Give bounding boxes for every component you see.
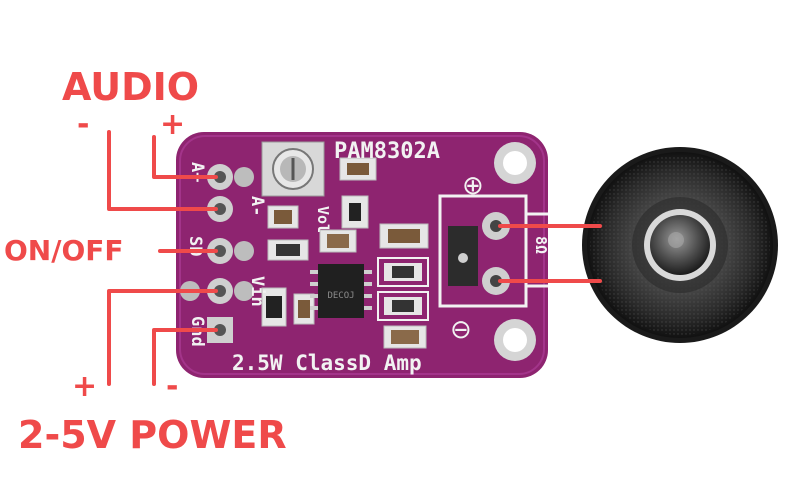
- smd-component: [341, 195, 369, 229]
- smd-component: [319, 229, 357, 253]
- chip-marking: DECOJ: [327, 291, 354, 301]
- pin-label-sd: SD: [185, 236, 205, 256]
- header-pad-gnd: [207, 317, 233, 343]
- speaker-pad-minus: [482, 267, 510, 295]
- board-footer: 2.5W ClassD Amp: [232, 351, 422, 375]
- on-off-label: ON/OFF: [4, 234, 124, 267]
- audio-plus-sign: +: [160, 107, 186, 142]
- minus-symbol: ⊖: [450, 315, 472, 345]
- smd-component: [377, 291, 429, 321]
- pam8302a-board: DECOJ PAM8302A 2.5W ClassD Amp A+ A- SD …: [176, 132, 550, 378]
- wire-power-minus: [152, 328, 218, 386]
- smd-component: [267, 205, 299, 229]
- audio-label: AUDIO: [62, 65, 200, 109]
- mounting-hole: [494, 319, 536, 361]
- header-pad-a-plus: [207, 164, 233, 190]
- header-pad-sd: [207, 238, 233, 264]
- wire-power-plus: [107, 289, 218, 386]
- power-minus-sign: -: [166, 369, 179, 404]
- speaker-pad-plus: [482, 212, 510, 240]
- smd-component: [377, 257, 429, 287]
- speaker-icon: [582, 147, 778, 343]
- potentiometer-icon: [261, 141, 325, 197]
- smd-component: [383, 325, 427, 349]
- wire-audio-minus: [107, 130, 218, 211]
- mounting-hole: [494, 142, 536, 184]
- audio-minus-sign: -: [77, 107, 90, 142]
- board-title: PAM8302A: [334, 139, 440, 164]
- header-pad-a-minus: [207, 196, 233, 222]
- pin-label-vin: Vin: [247, 276, 267, 307]
- smd-component: [267, 239, 309, 261]
- ohm-label: 8Ω: [532, 236, 550, 254]
- power-plus-sign: +: [72, 369, 98, 404]
- plus-symbol: ⊕: [462, 171, 484, 201]
- smd-component: [261, 287, 287, 327]
- power-label: 2-5V POWER: [18, 413, 287, 457]
- wire-audio-plus: [152, 135, 218, 179]
- vol-label: Vol: [314, 206, 332, 233]
- wires: [107, 130, 602, 386]
- chip-icon: DECOJ: [310, 264, 372, 318]
- header-pad-vin: [207, 278, 233, 304]
- pin-label-a-minus: A-: [247, 196, 267, 216]
- smd-component: [379, 223, 429, 249]
- smd-component: [339, 157, 377, 181]
- pin-label-a-plus: A+: [187, 162, 207, 182]
